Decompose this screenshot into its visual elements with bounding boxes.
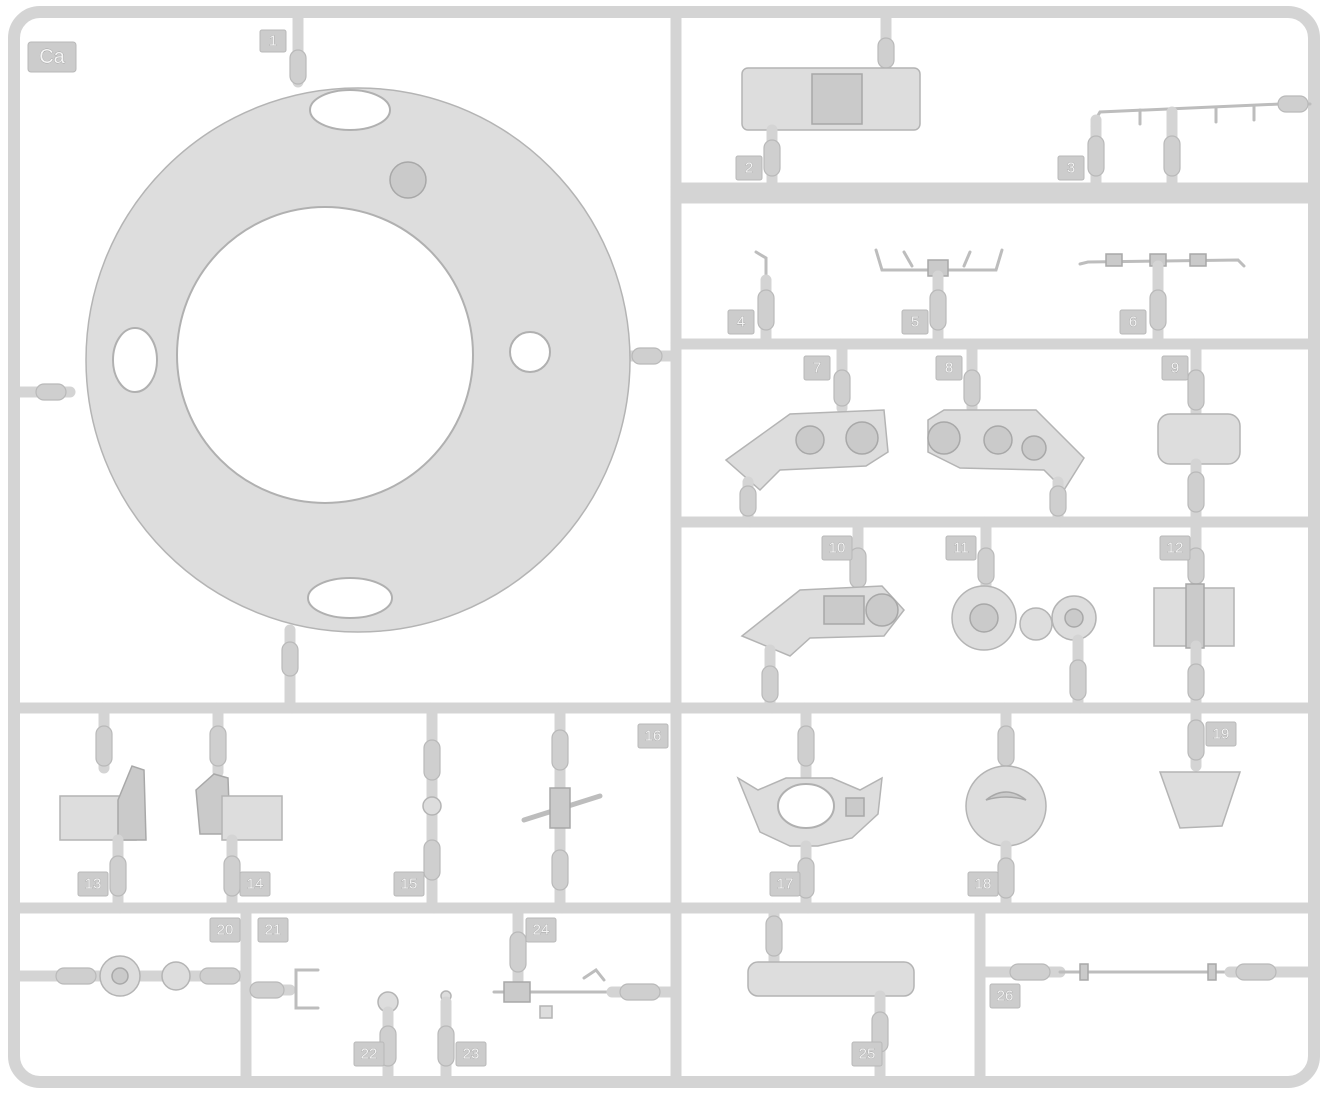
part-20 [14, 955, 252, 997]
part-number-tag-14: 14 [239, 871, 271, 897]
part-18 [965, 702, 1047, 914]
part-9 [1157, 338, 1241, 528]
svg-text:12: 12 [1167, 540, 1184, 557]
part-number-tag-7: 7 [803, 355, 831, 381]
svg-text:19: 19 [1213, 726, 1230, 743]
svg-text:Ca: Ca [39, 46, 65, 68]
part-6 [1078, 253, 1246, 350]
part-4 [754, 250, 775, 350]
svg-text:17: 17 [777, 876, 794, 893]
svg-text:4: 4 [737, 314, 745, 331]
part-number-tag-19: 19 [1205, 721, 1237, 747]
part-number-tag-18: 18 [967, 871, 999, 897]
part-15 [422, 702, 442, 914]
part-number-tag-23: 23 [455, 1041, 487, 1067]
part-2 [741, 8, 921, 194]
svg-text:25: 25 [859, 1046, 876, 1063]
part-10 [740, 516, 905, 714]
svg-text:22: 22 [361, 1046, 378, 1063]
part-number-tag-20: 20 [209, 917, 241, 943]
part-22 [377, 991, 399, 1086]
part-number-tag-5: 5 [901, 309, 929, 335]
part-number-tag-11: 11 [945, 535, 977, 561]
part-8 [927, 338, 1085, 528]
svg-text:10: 10 [829, 540, 846, 557]
svg-text:9: 9 [1171, 360, 1179, 377]
part-number-tag-6: 6 [1119, 309, 1147, 335]
part-16 [521, 702, 603, 914]
part-25 [747, 902, 915, 1086]
svg-text:23: 23 [463, 1046, 480, 1063]
part-number-tag-13: 13 [77, 871, 109, 897]
part-7 [724, 338, 889, 528]
svg-text:21: 21 [265, 922, 282, 939]
svg-text:18: 18 [975, 876, 992, 893]
svg-text:15: 15 [401, 876, 418, 893]
part-number-tag-2: 2 [735, 155, 763, 181]
part-24 [492, 902, 678, 1019]
part-number-tag-24: 24 [525, 917, 557, 943]
part-14 [195, 702, 283, 914]
part-number-tag-1: 1 [259, 29, 287, 53]
part-number-tag-16: 16 [637, 723, 669, 749]
part-number-tag-26: 26 [989, 983, 1021, 1009]
sprue-code-tag: Ca [27, 41, 77, 73]
part-19 [1158, 702, 1242, 829]
part-number-tag-3: 3 [1057, 155, 1085, 181]
part-number-tag-10: 10 [821, 535, 853, 561]
svg-text:6: 6 [1129, 314, 1137, 331]
svg-text:26: 26 [997, 988, 1014, 1005]
part-17 [736, 702, 883, 914]
svg-text:5: 5 [911, 314, 919, 331]
part-13 [59, 702, 147, 914]
svg-text:3: 3 [1067, 160, 1075, 177]
part-number-tag-21: 21 [257, 917, 289, 943]
svg-text:14: 14 [247, 876, 264, 893]
svg-text:11: 11 [953, 540, 969, 557]
part-number-tag-15: 15 [393, 871, 425, 897]
part-number-tag-22: 22 [353, 1041, 385, 1067]
part-number-tag-25: 25 [851, 1041, 883, 1067]
part-number-tag-17: 17 [769, 871, 801, 897]
part-3 [1087, 95, 1312, 194]
part-21 [240, 968, 320, 1010]
part-number-tag-9: 9 [1161, 355, 1189, 381]
svg-text:24: 24 [533, 922, 550, 939]
part-5 [874, 248, 1004, 350]
part-number-tag-8: 8 [935, 355, 963, 381]
svg-text:13: 13 [85, 876, 102, 893]
part-1-dome [14, 8, 682, 714]
part-11 [951, 516, 1097, 714]
part-26 [976, 963, 1316, 981]
part-number-tag-4: 4 [727, 309, 755, 335]
sprue-frame [8, 6, 1320, 1088]
svg-text:16: 16 [645, 728, 662, 745]
svg-text:1: 1 [269, 33, 277, 50]
svg-text:8: 8 [945, 360, 953, 377]
part-12 [1153, 516, 1235, 714]
part-number-tag-12: 12 [1159, 535, 1191, 561]
svg-text:20: 20 [217, 922, 234, 939]
svg-text:7: 7 [813, 360, 821, 377]
part-23 [437, 990, 455, 1086]
svg-text:2: 2 [745, 160, 753, 177]
